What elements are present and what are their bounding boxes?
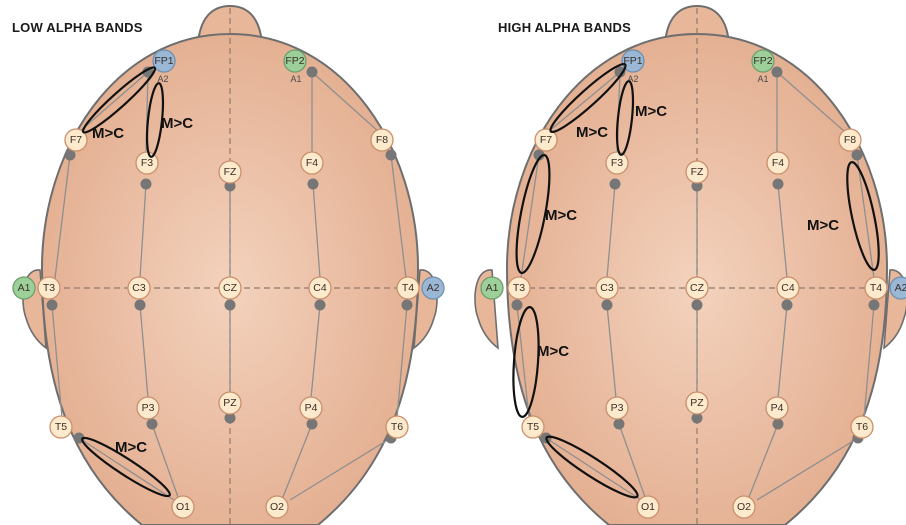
electrode-p3-label: P3 [142,402,155,414]
electrode-t3-label: T3 [513,282,525,294]
scalp-diagram: FP1 FP2 A2 A1 F7 F3 FZ F4 F8 A1 T3 C3 CZ… [453,0,906,525]
electrode-p3-label: P3 [611,402,624,414]
annotation-mc: M>C [807,217,839,234]
scalp-diagram: FP1 FP2 A2 A1 F7 F3 FZ F4 F8 A1 T3 C3 CZ… [0,0,453,525]
electrode-c3-label: C3 [600,282,614,294]
electrode-c4-label: C4 [781,282,795,294]
electrode-f7-label: F7 [70,134,82,146]
electrode-a1-label: A1 [486,282,499,294]
electrode-a1-label: A1 [18,282,31,294]
annotation-mc: M>C [635,103,667,120]
electrode-t5-label: T5 [55,421,67,433]
electrode-fp2-label: FP2 [753,55,772,67]
electrode-f3-label: F3 [611,157,623,169]
electrode-o1-label: O1 [641,501,655,513]
electrode-a2-label: A2 [427,282,440,294]
head-shape [475,6,906,525]
electrode-c3-label: C3 [132,282,146,294]
reference-tag-a1: A1 [757,74,768,84]
electrode-c4-label: C4 [313,282,327,294]
electrode-f4-label: F4 [772,157,784,169]
electrode-o2-label: O2 [737,501,751,513]
electrode-p4-label: P4 [771,402,784,414]
electrode-f8-label: F8 [844,134,856,146]
electrode-t3-label: T3 [43,282,55,294]
electrode-f7-label: F7 [540,134,552,146]
reference-tag-a1: A1 [290,74,301,84]
electrode-cz-label: CZ [223,282,238,294]
electrode-t4-label: T4 [402,282,414,294]
electrode-f3-label: F3 [141,157,153,169]
electrode-a2-label: A2 [895,282,906,294]
electrode-fp2-label: FP2 [285,55,304,67]
electrode-fz-label: FZ [224,166,237,178]
electrode-o2-label: O2 [270,501,284,513]
electrode-t6-label: T6 [391,421,403,433]
electrode-t5-label: T5 [527,421,539,433]
electrode-t6-label: T6 [856,421,868,433]
annotation-mc: M>C [92,125,124,142]
electrode-cz-label: CZ [690,282,705,294]
annotation-mc: M>C [115,439,147,456]
high-alpha-panel: HIGH ALPHA BANDS [453,0,906,525]
electrode-fz-label: FZ [691,166,704,178]
annotation-mc: M>C [161,115,193,132]
annotation-mc: M>C [537,343,569,360]
electrode-p4-label: P4 [305,402,318,414]
electrode-o1-label: O1 [176,501,190,513]
electrode-f8-label: F8 [376,134,388,146]
electrode-pz-label: PZ [690,397,704,409]
electrode-t4-label: T4 [870,282,882,294]
low-alpha-panel: LOW ALPHA BANDS [0,0,453,525]
annotation-mc: M>C [576,124,608,141]
electrode-f4-label: F4 [306,157,318,169]
reference-tag-a2: A2 [627,74,638,84]
electrode-fp1-label: FP1 [154,55,173,67]
electrode-pz-label: PZ [223,397,237,409]
annotation-mc: M>C [545,207,577,224]
